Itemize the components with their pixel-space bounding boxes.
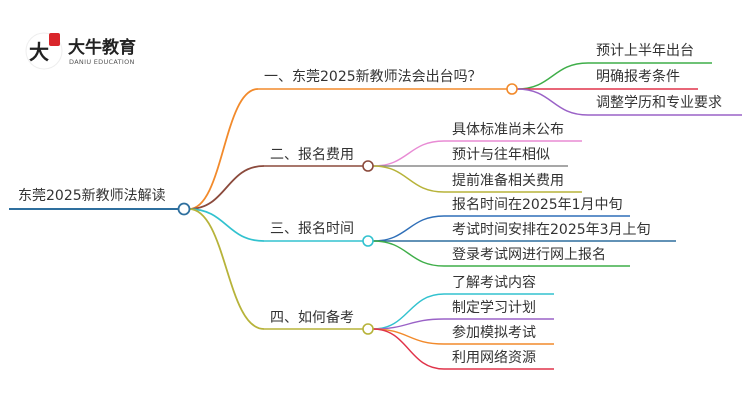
branch-4-children: 了解考试内容 制定学习计划 参加模拟考试 利用网络资源 bbox=[444, 274, 554, 370]
branch-4-label: 四、如何备考 bbox=[270, 309, 354, 326]
root-node[interactable]: 东莞2025新教师法解读 bbox=[9, 187, 191, 216]
leaf-1-2[interactable]: 明确报考条件 bbox=[596, 68, 680, 85]
leaf-4-3[interactable]: 参加模拟考试 bbox=[452, 324, 536, 341]
connector-branch-4-leaf-1 bbox=[372, 293, 445, 330]
connector-lines bbox=[188, 62, 589, 370]
branch-2-label: 二、报名费用 bbox=[270, 147, 354, 163]
leaf-1-1[interactable]: 预计上半年出台 bbox=[596, 43, 694, 59]
branch-4-node-dot[interactable] bbox=[362, 323, 374, 335]
leaf-3-2[interactable]: 考试时间安排在2025年3月上旬 bbox=[452, 222, 651, 238]
leaf-1-3[interactable]: 调整学历和专业要求 bbox=[596, 95, 722, 111]
connector-branch-1-leaf-1 bbox=[516, 62, 589, 90]
leaf-2-2[interactable]: 预计与往年相似 bbox=[452, 147, 550, 163]
leaf-4-4[interactable]: 利用网络资源 bbox=[452, 350, 536, 366]
connector-root-branch-4 bbox=[188, 208, 265, 330]
logo-name: 大牛教育 bbox=[68, 37, 136, 58]
leaf-2-3[interactable]: 提前准备相关费用 bbox=[452, 172, 564, 189]
connector-branch-1-leaf-3 bbox=[516, 88, 589, 116]
branch-1-label: 一、东莞2025新教师法会出台吗？ bbox=[264, 69, 482, 85]
connector-branch-3-leaf-3 bbox=[372, 240, 445, 267]
leaf-2-1[interactable]: 具体标准尚未公布 bbox=[452, 122, 564, 138]
leaf-4-2[interactable]: 制定学习计划 bbox=[452, 300, 536, 316]
root-label: 东莞2025新教师法解读 bbox=[18, 187, 166, 204]
branch-1-node-dot[interactable] bbox=[506, 83, 518, 95]
branch-2[interactable]: 二、报名费用 bbox=[264, 147, 374, 172]
branch-3-children: 报名时间在2025年1月中旬 考试时间安排在2025年3月上旬 登录考试网进行网… bbox=[444, 197, 676, 267]
logo-seal bbox=[49, 33, 60, 46]
connector-branch-2-leaf-1 bbox=[372, 140, 445, 167]
connector-branch-4-leaf-3 bbox=[372, 328, 445, 345]
logo: 大 大牛教育 DANIU EDUCATION bbox=[25, 32, 136, 70]
connector-root-branch-3 bbox=[188, 208, 265, 242]
logo-subtitle: DANIU EDUCATION bbox=[69, 58, 135, 66]
branch-3-node-dot[interactable] bbox=[362, 235, 374, 247]
root-node-dot[interactable] bbox=[177, 202, 191, 216]
branch-3[interactable]: 三、报名时间 bbox=[264, 221, 374, 247]
branch-2-node-dot[interactable] bbox=[362, 160, 374, 172]
branch-1[interactable]: 一、东莞2025新教师法会出台吗？ bbox=[258, 69, 518, 95]
connector-root-branch-1 bbox=[188, 88, 259, 210]
connector-root-branch-2 bbox=[188, 165, 265, 210]
leaf-3-1[interactable]: 报名时间在2025年1月中旬 bbox=[452, 197, 623, 213]
branch-1-children: 预计上半年出台 明确报考条件 调整学历和专业要求 bbox=[588, 43, 742, 116]
connector-branch-4-leaf-4 bbox=[372, 328, 445, 370]
leaf-4-1[interactable]: 了解考试内容 bbox=[452, 274, 536, 291]
branch-2-children: 具体标准尚未公布 预计与往年相似 提前准备相关费用 bbox=[444, 122, 582, 193]
connector-branch-2-leaf-3 bbox=[372, 165, 445, 193]
branch-4[interactable]: 四、如何备考 bbox=[264, 309, 374, 335]
logo-emblem-glyph: 大 bbox=[29, 40, 49, 64]
leaf-3-3[interactable]: 登录考试网进行网上报名 bbox=[452, 247, 606, 263]
connector-branch-3-leaf-1 bbox=[372, 215, 445, 242]
branch-3-label: 三、报名时间 bbox=[270, 221, 354, 237]
